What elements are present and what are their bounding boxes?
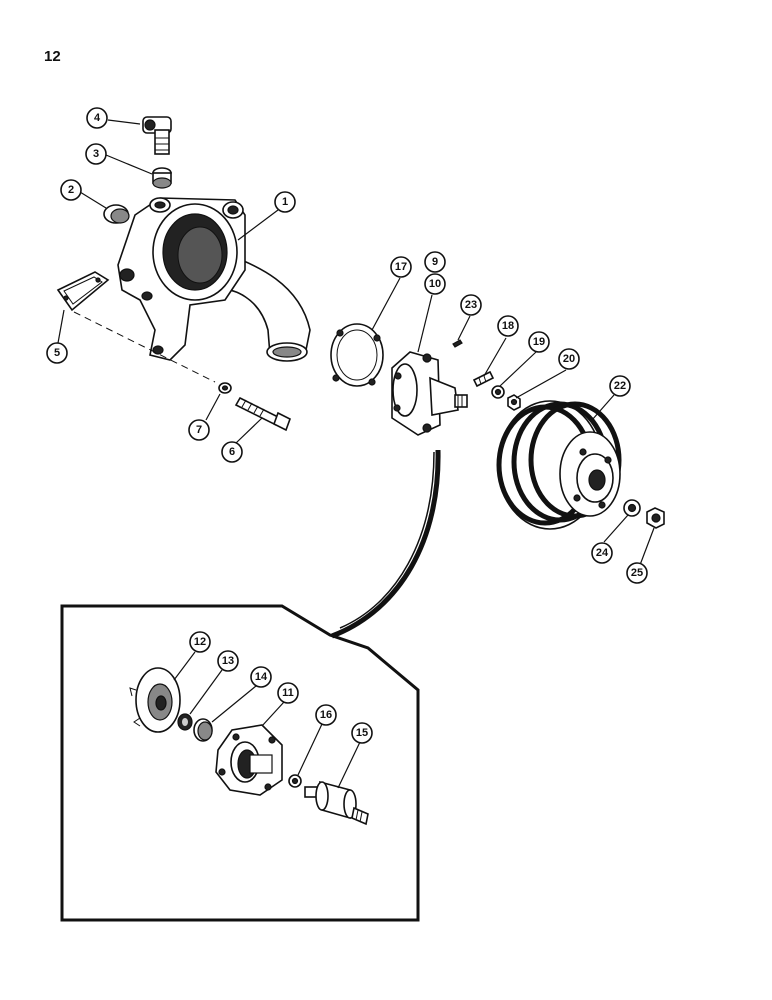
retaining-ring — [288, 774, 302, 788]
callout-14: 14 — [250, 666, 272, 688]
callout-label: 17 — [395, 261, 407, 273]
callout-20: 20 — [558, 348, 580, 370]
callout-label: 14 — [255, 671, 268, 683]
fan-pulley — [496, 400, 622, 530]
flat-washer — [491, 385, 505, 399]
callout-label: 13 — [222, 655, 234, 667]
water-pump-body — [391, 351, 468, 436]
callout-label: 15 — [356, 727, 368, 739]
callout-10: 10 — [424, 273, 446, 295]
pump-body-gasket — [330, 323, 384, 387]
callout-label: 7 — [196, 424, 202, 436]
callout-label: 11 — [282, 687, 294, 699]
callout-label: 2 — [68, 184, 74, 196]
callout-label: 24 — [596, 547, 609, 559]
pulley-washer — [623, 499, 641, 517]
callout-23: 23 — [460, 294, 482, 316]
callout-5: 5 — [46, 342, 68, 364]
callout-label: 16 — [320, 709, 332, 721]
callout-6: 6 — [221, 441, 243, 463]
seal — [193, 718, 213, 742]
callout-24: 24 — [591, 542, 613, 564]
capscrew — [234, 396, 291, 432]
page-number: 12 — [44, 48, 61, 65]
callout-label: 22 — [614, 380, 626, 392]
callout-7: 7 — [188, 419, 210, 441]
callout-12: 12 — [189, 631, 211, 653]
callout-15: 15 — [351, 722, 373, 744]
seal-ring — [177, 713, 193, 731]
callout-label: 20 — [563, 353, 575, 365]
callout-label: 19 — [533, 336, 545, 348]
callout-label: 4 — [94, 112, 101, 124]
callout-label: 18 — [502, 320, 514, 332]
callout-25: 25 — [626, 562, 648, 584]
callout-17: 17 — [390, 256, 412, 278]
lock-washer — [218, 382, 232, 394]
callout-label: 9 — [432, 256, 438, 268]
hex-nut — [507, 394, 521, 411]
plug — [103, 204, 130, 224]
callout-label: 1 — [282, 196, 288, 208]
callout-22: 22 — [609, 375, 631, 397]
stud — [472, 370, 495, 388]
callout-label: 6 — [229, 446, 235, 458]
callout-2: 2 — [60, 179, 82, 201]
callout-label: 23 — [465, 299, 477, 311]
adapter-fitting — [152, 167, 172, 189]
callout-3: 3 — [85, 143, 107, 165]
callout-9: 9 — [424, 251, 446, 273]
callout-label: 25 — [631, 567, 643, 579]
callout-label: 10 — [429, 278, 441, 290]
callout-13: 13 — [217, 650, 239, 672]
callout-label: 3 — [93, 148, 99, 160]
callout-19: 19 — [528, 331, 550, 353]
callout-label: 5 — [54, 347, 60, 359]
pulley-nut — [646, 507, 665, 529]
elbow-fitting — [142, 116, 172, 155]
shaft-and-bearing — [304, 780, 369, 826]
callout-4: 4 — [86, 107, 108, 129]
detail-inset-frame — [60, 449, 441, 922]
water-pump-housing — [117, 197, 311, 362]
callout-11: 11 — [277, 682, 299, 704]
callout-18: 18 — [497, 315, 519, 337]
callout-16: 16 — [315, 704, 337, 726]
callout-1: 1 — [274, 191, 296, 213]
leader-lines — [57, 119, 655, 789]
inset-pump-body — [215, 724, 283, 796]
callout-label: 12 — [194, 636, 206, 648]
housing-gasket — [56, 271, 216, 383]
callouts: 4 3 2 1 5 7 6 17 9 10 23 18 19 20 22 24 … — [46, 107, 648, 744]
shaft-key — [452, 339, 463, 348]
impeller — [129, 667, 181, 733]
